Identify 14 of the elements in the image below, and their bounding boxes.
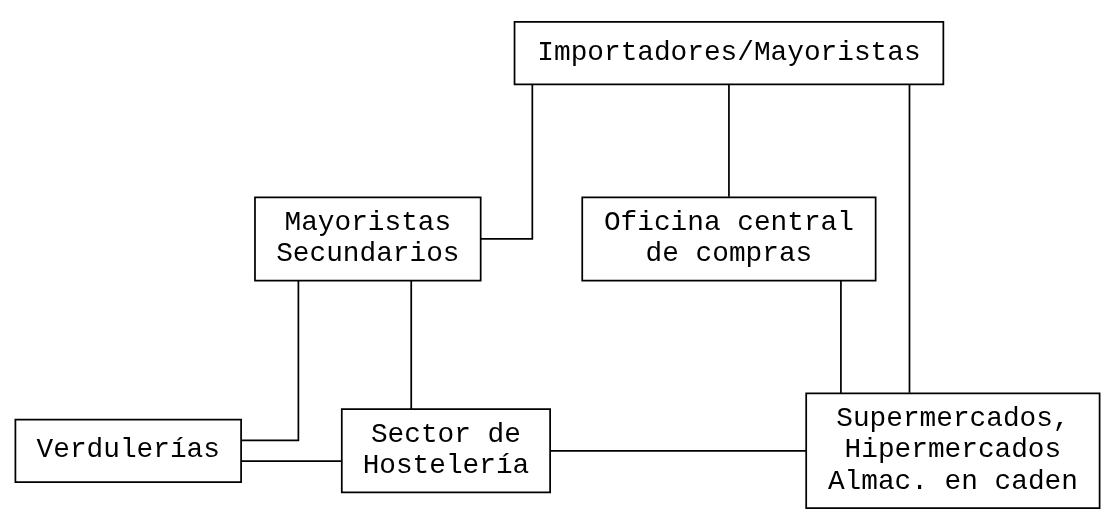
connector (908, 84, 911, 394)
connector (240, 460, 343, 463)
connector (479, 83, 534, 240)
connector (840, 279, 842, 394)
node-box: Importadores/Mayoristas (513, 21, 945, 86)
connector (410, 279, 413, 410)
node-box: Mayoristas Secundarios (254, 196, 482, 282)
node-box: Supermercados, Hipermercados Almac. en caden (805, 392, 1101, 509)
connector (728, 83, 730, 198)
connector (240, 279, 300, 442)
connector (549, 449, 807, 452)
node-box: Sector de Hostelería (340, 408, 551, 494)
node-box: Verdulerías (14, 418, 242, 483)
node-box: Oficina central de compras (581, 196, 877, 282)
